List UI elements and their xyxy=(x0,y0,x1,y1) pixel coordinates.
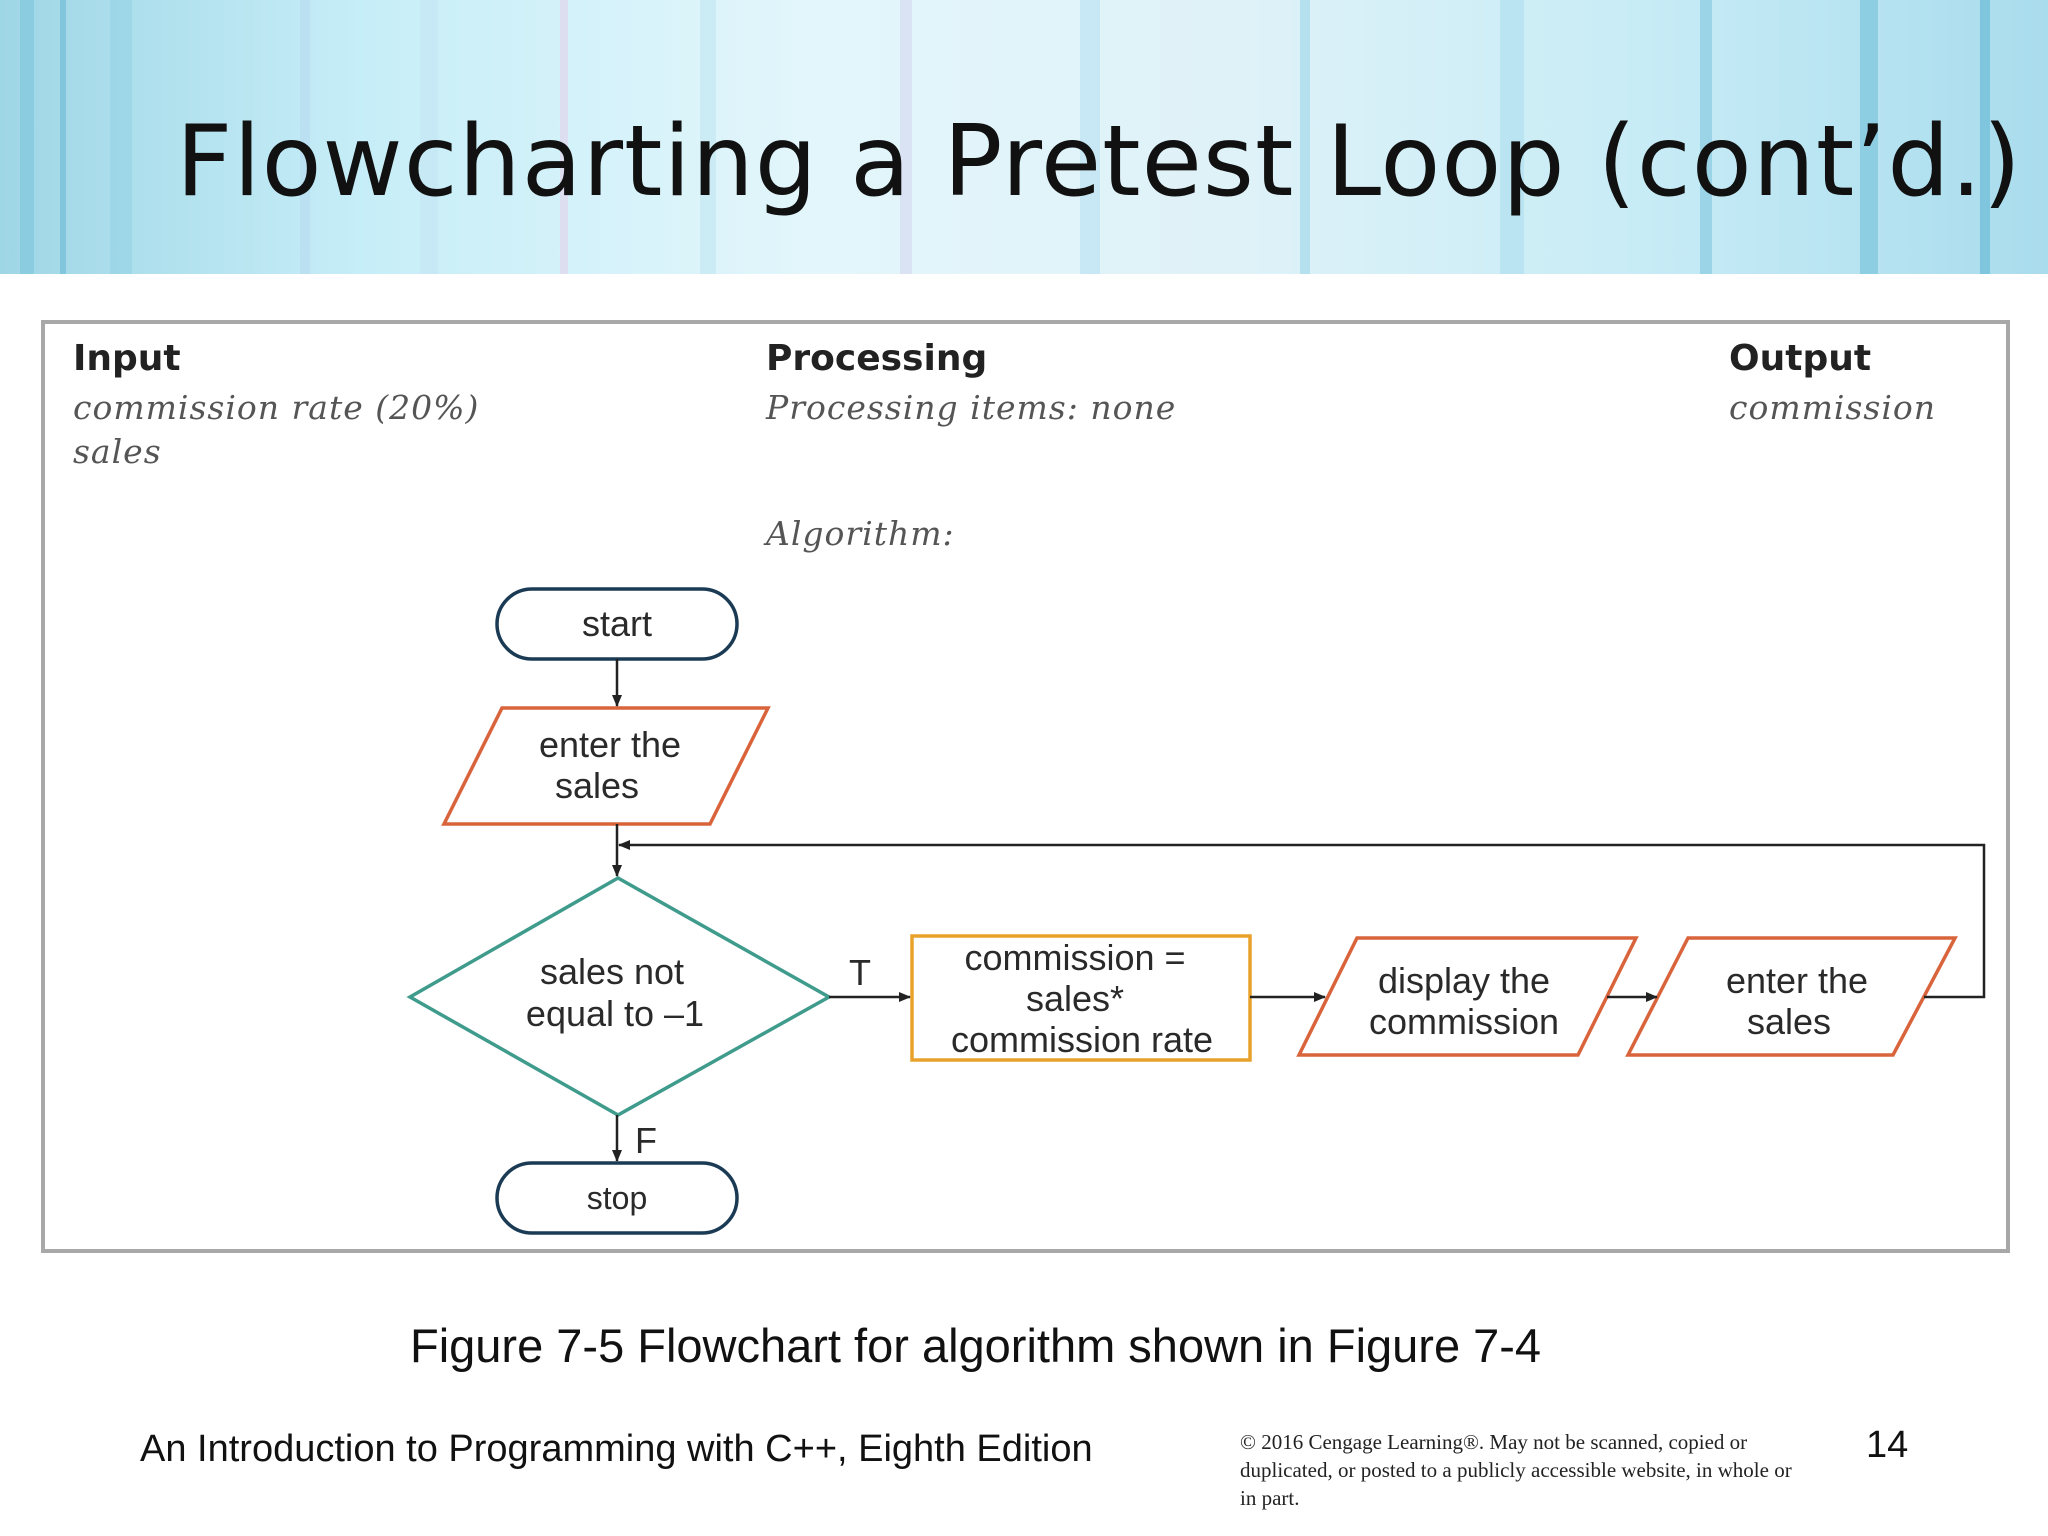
processing-items: Processing items: none xyxy=(766,388,1177,427)
book-title: An Introduction to Programming with C++,… xyxy=(140,1428,1093,1470)
slide-title: Flowcharting a Pretest Loop (cont’d.) xyxy=(176,105,2023,219)
input1-line: enter the xyxy=(539,724,681,765)
copyright-notice: © 2016 Cengage Learning®. May not be sca… xyxy=(1240,1430,1792,1510)
start-label: start xyxy=(582,603,652,644)
process-line: sales* xyxy=(1026,978,1124,1019)
process-line: commission = xyxy=(964,937,1185,978)
algorithm-label: Algorithm: xyxy=(766,514,955,553)
display-commission-parallelogram xyxy=(1296,936,1639,1057)
false-label: F xyxy=(635,1120,657,1161)
output-line: display the xyxy=(1378,960,1550,1001)
input2-line: enter the xyxy=(1726,960,1868,1001)
processing-heading: Processing xyxy=(766,338,988,379)
decision-line: sales not xyxy=(540,951,684,992)
input-sales-parallelogram xyxy=(441,706,771,826)
output-item: commission xyxy=(1729,388,1937,427)
input-item: sales xyxy=(73,432,162,471)
input-heading: Input xyxy=(73,338,181,379)
output-line: commission xyxy=(1369,1001,1559,1042)
figure-frame: Input commission rate (20%) sales Proces… xyxy=(41,320,2010,1253)
input2-line: sales xyxy=(1747,1001,1831,1042)
stop-label: stop xyxy=(587,1180,647,1216)
input-item: commission rate (20%) xyxy=(73,388,480,427)
enter-sales-parallelogram xyxy=(1625,936,1958,1057)
figure-caption: Figure 7-5 Flowchart for algorithm shown… xyxy=(410,1319,1542,1372)
stop-terminal xyxy=(495,1161,739,1235)
decision-line: equal to –1 xyxy=(526,993,704,1034)
true-label: T xyxy=(849,952,871,993)
page-number: 14 xyxy=(1866,1424,1909,1466)
output-heading: Output xyxy=(1729,338,1872,379)
process-line: commission rate xyxy=(951,1019,1213,1060)
title-banner xyxy=(0,0,2048,274)
input1-line: sales xyxy=(555,765,639,806)
arrow-loop-back xyxy=(618,840,1986,999)
